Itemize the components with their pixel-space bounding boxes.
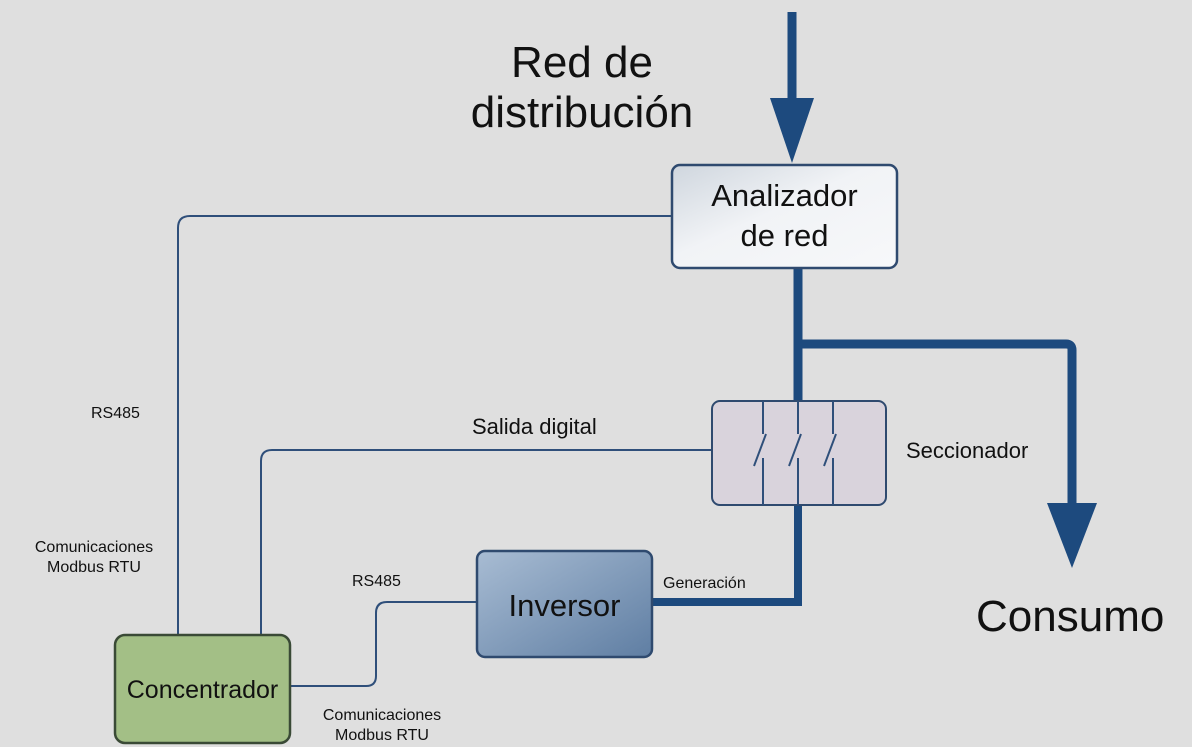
rs485-line-analyzer-concentrator xyxy=(177,215,672,635)
rs485-line-inverter-concentrator xyxy=(290,601,477,687)
generation-label: Generación xyxy=(663,575,746,592)
comms-bottom-label: Comunicaciones Modbus RTU xyxy=(322,707,442,744)
consumption-power-line xyxy=(798,339,1077,515)
inverter-box xyxy=(475,549,654,659)
digital-output-label: Salida digital xyxy=(472,414,597,439)
rs485-inverter-label: RS485 xyxy=(352,573,401,590)
switch-contacts-icon xyxy=(753,401,837,505)
analyzer-label: Analizador de red xyxy=(711,178,858,253)
rs485-top-label: RS485 xyxy=(91,405,140,422)
concentrator-box xyxy=(113,633,292,745)
generation-power-line xyxy=(652,505,802,606)
digital-output-line xyxy=(260,449,712,635)
consumption-label: Consumo xyxy=(976,592,1165,641)
consumption-arrow-head xyxy=(1047,503,1097,568)
inverter-label: Inversor xyxy=(508,588,621,623)
disconnector-label: Seccionador xyxy=(906,438,1029,463)
grid-label: Red de distribución xyxy=(470,38,694,137)
grid-arrow-head xyxy=(770,98,814,163)
concentrator-label: Concentrador xyxy=(126,676,279,704)
analyzer-box xyxy=(670,163,899,270)
comms-left-label: Comunicaciones Modbus RTU xyxy=(34,539,154,576)
